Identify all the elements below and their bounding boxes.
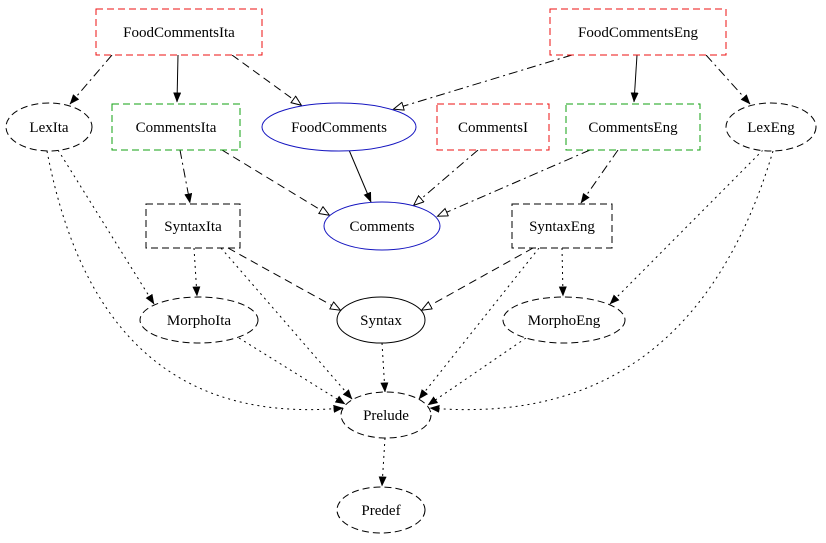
node-CommentsI-label: CommentsI (458, 120, 528, 136)
node-SyntaxIta: SyntaxIta (145, 203, 241, 249)
node-CommentsIta-shape (111, 103, 241, 151)
node-MorphoIta-shape (139, 296, 259, 344)
edge-SyntaxIta-Syntax (227, 247, 340, 310)
edge-CommentsI-Comments (414, 149, 479, 205)
node-SyntaxEng-shape (511, 203, 613, 249)
node-Predef-shape (336, 486, 426, 534)
node-CommentsEng: CommentsEng (565, 103, 701, 151)
edge-CommentsEng-SyntaxEng (580, 149, 619, 204)
node-MorphoEng: MorphoEng (502, 296, 626, 344)
node-FoodCommentsIta-label: FoodCommentsIta (123, 25, 235, 41)
edge-FoodComments-Comments (348, 149, 372, 203)
node-Prelude-label: Prelude (363, 408, 409, 424)
node-SyntaxIta-shape (145, 203, 241, 249)
node-MorphoIta: MorphoIta (139, 296, 259, 344)
node-FoodCommentsEng: FoodCommentsEng (549, 8, 727, 56)
edge-LexIta-Prelude (46, 150, 344, 413)
node-CommentsEng-shape (565, 103, 701, 151)
node-LexEng: LexEng (725, 102, 817, 152)
node-Predef: Predef (336, 486, 426, 534)
node-Syntax-label: Syntax (360, 313, 402, 329)
node-MorphoIta-label: MorphoIta (167, 313, 231, 329)
edge-MorphoIta-Prelude (238, 337, 346, 405)
edge-Prelude-Predef (378, 437, 387, 487)
node-Syntax: Syntax (336, 296, 426, 344)
edge-MorphoEng-Prelude (427, 337, 527, 406)
edge-FoodCommentsEng-CommentsEng (630, 54, 639, 103)
node-SyntaxEng-label: SyntaxEng (529, 219, 595, 235)
edge-FoodCommentsEng-FoodComments (394, 54, 573, 109)
node-LexIta-label: LexIta (29, 120, 68, 136)
node-FoodCommentsIta: FoodCommentsIta (95, 8, 263, 56)
node-CommentsEng-label: CommentsEng (588, 120, 678, 136)
edge-SyntaxEng-Prelude (418, 247, 540, 400)
node-LexEng-shape (725, 102, 817, 152)
edge-FoodCommentsEng-LexEng (705, 54, 751, 105)
node-Comments-label: Comments (349, 219, 414, 235)
edge-SyntaxEng-MorphoEng (558, 247, 567, 297)
node-MorphoEng-label: MorphoEng (528, 313, 601, 329)
node-CommentsIta: CommentsIta (111, 103, 241, 151)
node-SyntaxEng: SyntaxEng (511, 203, 613, 249)
node-SyntaxIta-label: SyntaxIta (164, 219, 222, 235)
node-Prelude-shape (340, 391, 432, 439)
edge-FoodCommentsIta-LexIta (69, 54, 113, 105)
node-LexIta: LexIta (5, 102, 93, 152)
edge-LexEng-Prelude (429, 150, 774, 413)
edge-LexEng-MorphoEng (609, 149, 764, 305)
node-Comments-shape (323, 201, 441, 251)
node-MorphoEng-shape (502, 296, 626, 344)
edge-SyntaxIta-MorphoIta (192, 247, 201, 297)
edge-CommentsIta-Comments (221, 149, 329, 215)
node-Predef-label: Predef (361, 503, 400, 519)
node-CommentsIta-label: CommentsIta (136, 120, 217, 136)
node-Prelude: Prelude (340, 391, 432, 439)
node-CommentsI: CommentsI (436, 103, 550, 151)
node-FoodCommentsIta-shape (95, 8, 263, 56)
edges-layer (46, 54, 774, 487)
node-FoodComments-label: FoodComments (291, 120, 387, 136)
edge-CommentsEng-Comments (438, 149, 591, 216)
edge-SyntaxEng-Syntax (422, 247, 534, 310)
edge-CommentsIta-SyntaxIta (179, 149, 193, 204)
node-CommentsI-shape (436, 103, 550, 151)
edge-Syntax-Prelude (380, 342, 389, 393)
edge-FoodCommentsIta-CommentsIta (173, 54, 182, 103)
node-FoodComments-shape (261, 102, 417, 152)
edge-FoodCommentsIta-FoodComments (231, 54, 301, 105)
node-FoodCommentsEng-shape (549, 8, 727, 56)
node-FoodCommentsEng-label: FoodCommentsEng (578, 25, 699, 41)
node-LexEng-label: LexEng (747, 120, 795, 136)
edge-LexIta-MorphoIta (57, 149, 155, 305)
node-LexIta-shape (5, 102, 93, 152)
node-Comments: Comments (323, 201, 441, 251)
node-FoodComments: FoodComments (261, 102, 417, 152)
node-Syntax-shape (336, 296, 426, 344)
